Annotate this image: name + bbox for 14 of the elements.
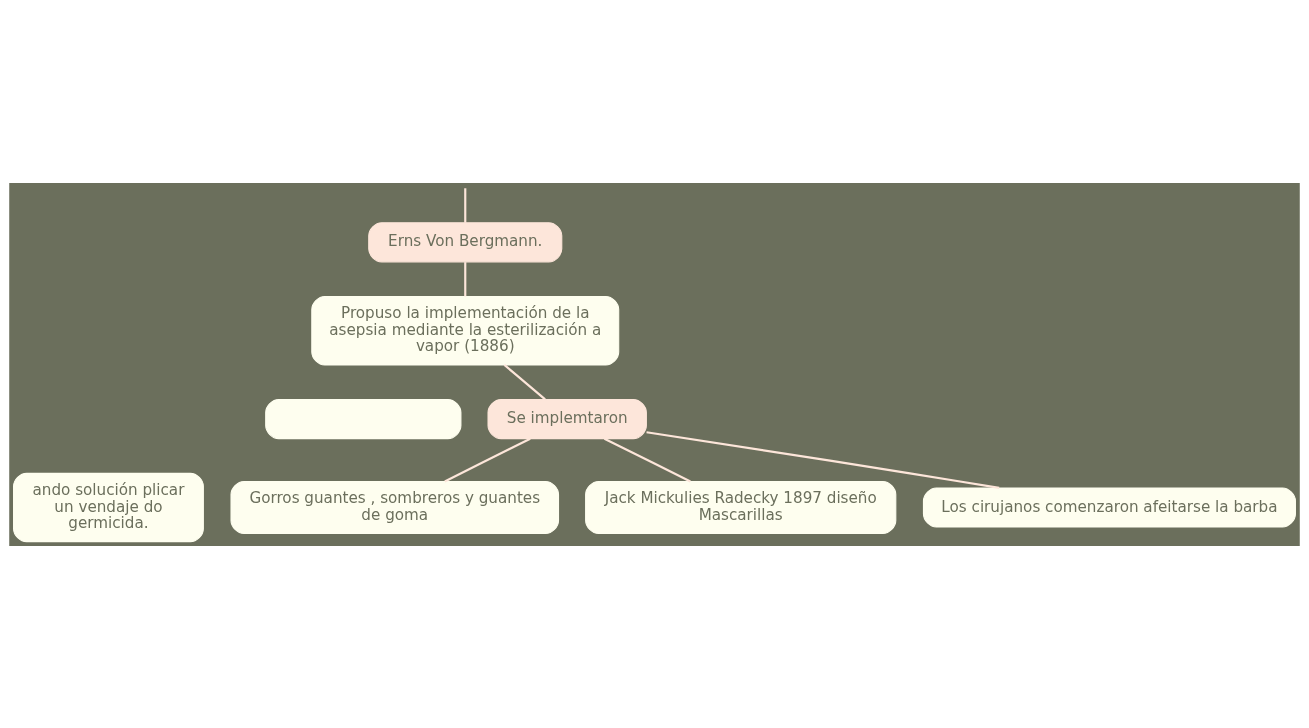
node-box: Se implemtaron	[487, 398, 647, 439]
connector	[603, 437, 691, 482]
node-box: Propuso la implementación de la asepsia mediante la esterilización a vapor (1886)	[311, 295, 620, 365]
node-box: Gorros guantes , sombreros y guantes de goma	[230, 480, 560, 534]
connector	[503, 363, 546, 400]
connector	[444, 437, 531, 482]
connector	[646, 430, 1000, 489]
node-box: ando solución plicar un vendaje do germicida.	[13, 472, 204, 542]
node-box	[265, 398, 462, 439]
node-box: Jack Mickulies Radecky 1897 diseño Mascarillas	[585, 480, 897, 534]
connector	[464, 261, 467, 296]
node-box: Erns Von Bergmann.	[368, 221, 563, 262]
connector	[464, 187, 467, 223]
node-box: Los cirujanos comenzaron afeitarse la barba	[922, 486, 1296, 528]
